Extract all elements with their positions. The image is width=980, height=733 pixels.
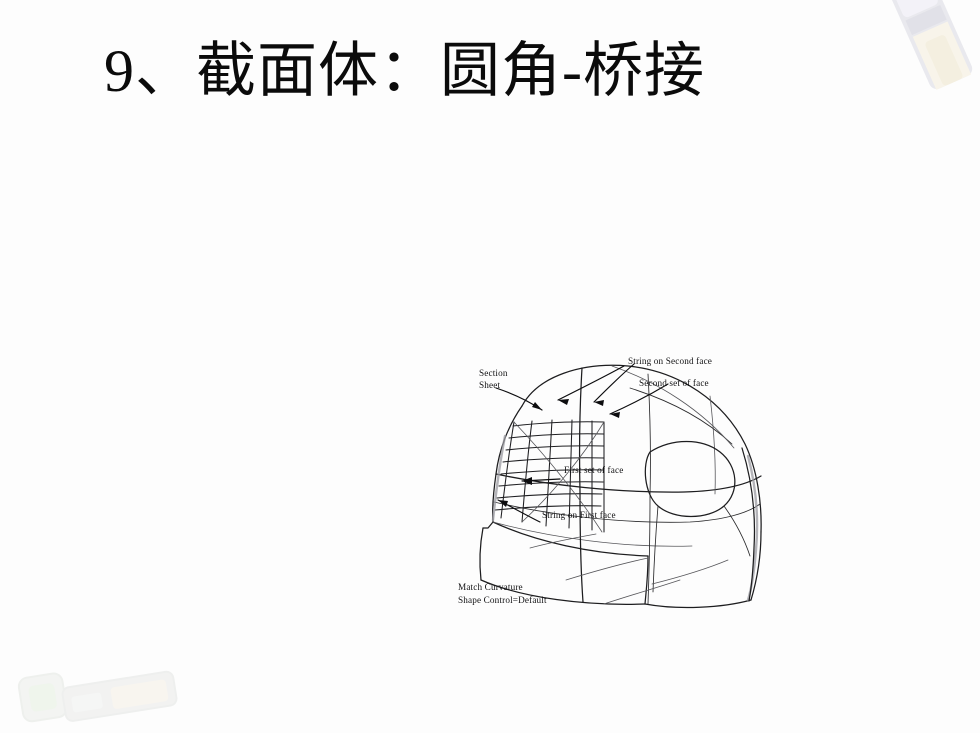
label-string-on-first-face: String on First face	[542, 510, 616, 520]
presentation-slide: 9、截面体：圆角-桥接	[17, 0, 980, 723]
label-section-sheet-line2: Sheet	[479, 380, 500, 390]
pencil-decoration-top-right	[866, 0, 980, 95]
leader-arrow-string-second-face-b	[593, 363, 635, 406]
label-section-sheet-line1: Section	[479, 368, 508, 378]
label-string-on-second-face: String on Second face	[628, 356, 712, 366]
label-match-curvature: Match Curvature	[458, 582, 523, 592]
leader-arrow-string-first-face	[497, 499, 541, 523]
label-first-set-of-face: First set of face	[564, 465, 623, 475]
leader-arrow-string-second-face	[557, 365, 625, 405]
page-title: 9、截面体：圆角-桥接	[104, 38, 705, 104]
leader-arrow-second-set-of-face	[609, 383, 669, 418]
section-body-fillet-bridge-sketch: Section Sheet String on Second face Seco…	[452, 352, 788, 628]
label-shape-control-default: Shape Control=Default	[458, 595, 547, 605]
leader-arrow-section-sheet	[495, 387, 543, 411]
clip-decoration-bottom-left	[14, 648, 189, 728]
leader-arrow-first-set-of-face	[521, 477, 561, 485]
label-second-set-of-face: Second set of face	[639, 378, 709, 388]
